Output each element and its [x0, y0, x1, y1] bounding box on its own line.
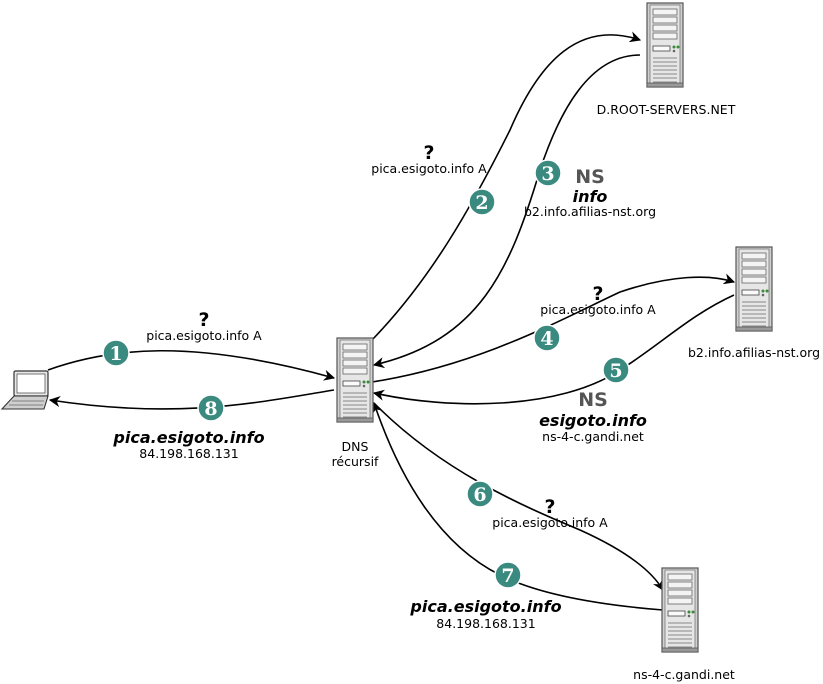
step-8-answer-ip: 84.198.168.131 — [139, 446, 238, 461]
step-5-badge: 5 — [602, 356, 630, 384]
step-5-server: ns-4-c.gandi.net — [542, 429, 644, 444]
step-1-badge: 1 — [102, 339, 130, 367]
step-7-answer-name: pica.esigoto.info — [409, 597, 561, 616]
step-5-number: 5 — [609, 360, 622, 382]
step-7-answer-ip: 84.198.168.131 — [436, 616, 535, 631]
step-7-badge: 7 — [494, 561, 522, 589]
auth-server-icon — [661, 567, 699, 653]
arrow-step-1 — [47, 349, 336, 381]
auth-server-label: ns-4-c.gandi.net — [633, 667, 735, 682]
step-2-badge: 2 — [468, 188, 496, 216]
step-3-server: b2.info.afilias-nst.org — [524, 204, 656, 219]
arrow-step-4 — [371, 273, 736, 383]
step-4-number: 4 — [540, 328, 553, 350]
step-1-query: pica.esigoto.info A — [146, 328, 262, 343]
step-2-question: ? — [423, 142, 434, 164]
resolver-label-line2: récursif — [332, 454, 379, 469]
step-7-number: 7 — [501, 565, 514, 587]
step-3-ns-label: NS — [575, 166, 605, 188]
tld-server-label: b2.info.afilias-nst.org — [688, 345, 820, 360]
laptop-icon — [0, 370, 49, 410]
step-5-ns-label: NS — [578, 389, 608, 411]
step-6-badge: 6 — [466, 480, 494, 508]
step-3-zone: info — [573, 187, 608, 206]
resolver-label-line1: DNS — [342, 439, 369, 454]
arrow-step-8 — [48, 389, 335, 410]
step-1-question: ? — [198, 309, 209, 331]
step-6-query: pica.esigoto.info A — [492, 515, 608, 530]
step-1-number: 1 — [109, 343, 122, 365]
arrow-step-2 — [371, 31, 642, 341]
tld-server-icon — [735, 246, 773, 332]
step-5-zone: esigoto.info — [539, 411, 647, 430]
step-8-answer-name: pica.esigoto.info — [112, 428, 264, 447]
step-4-query: pica.esigoto.info A — [540, 302, 656, 317]
step-8-number: 8 — [204, 398, 217, 420]
resolver-server-icon — [336, 337, 374, 423]
step-2-query: pica.esigoto.info A — [371, 161, 487, 176]
root-server-label: D.ROOT-SERVERS.NET — [597, 102, 736, 117]
step-6-question: ? — [544, 496, 555, 518]
arrow-step-3 — [372, 54, 641, 369]
step-6-number: 6 — [473, 484, 486, 506]
step-8-badge: 8 — [197, 394, 225, 422]
step-4-badge: 4 — [533, 324, 561, 352]
arrow-step-6 — [373, 402, 664, 591]
arrow-step-5 — [372, 294, 735, 405]
step-3-badge: 3 — [534, 159, 562, 187]
step-4-question: ? — [592, 283, 603, 305]
root-server-icon — [646, 2, 684, 88]
step-2-number: 2 — [475, 192, 488, 214]
step-3-number: 3 — [541, 163, 554, 185]
